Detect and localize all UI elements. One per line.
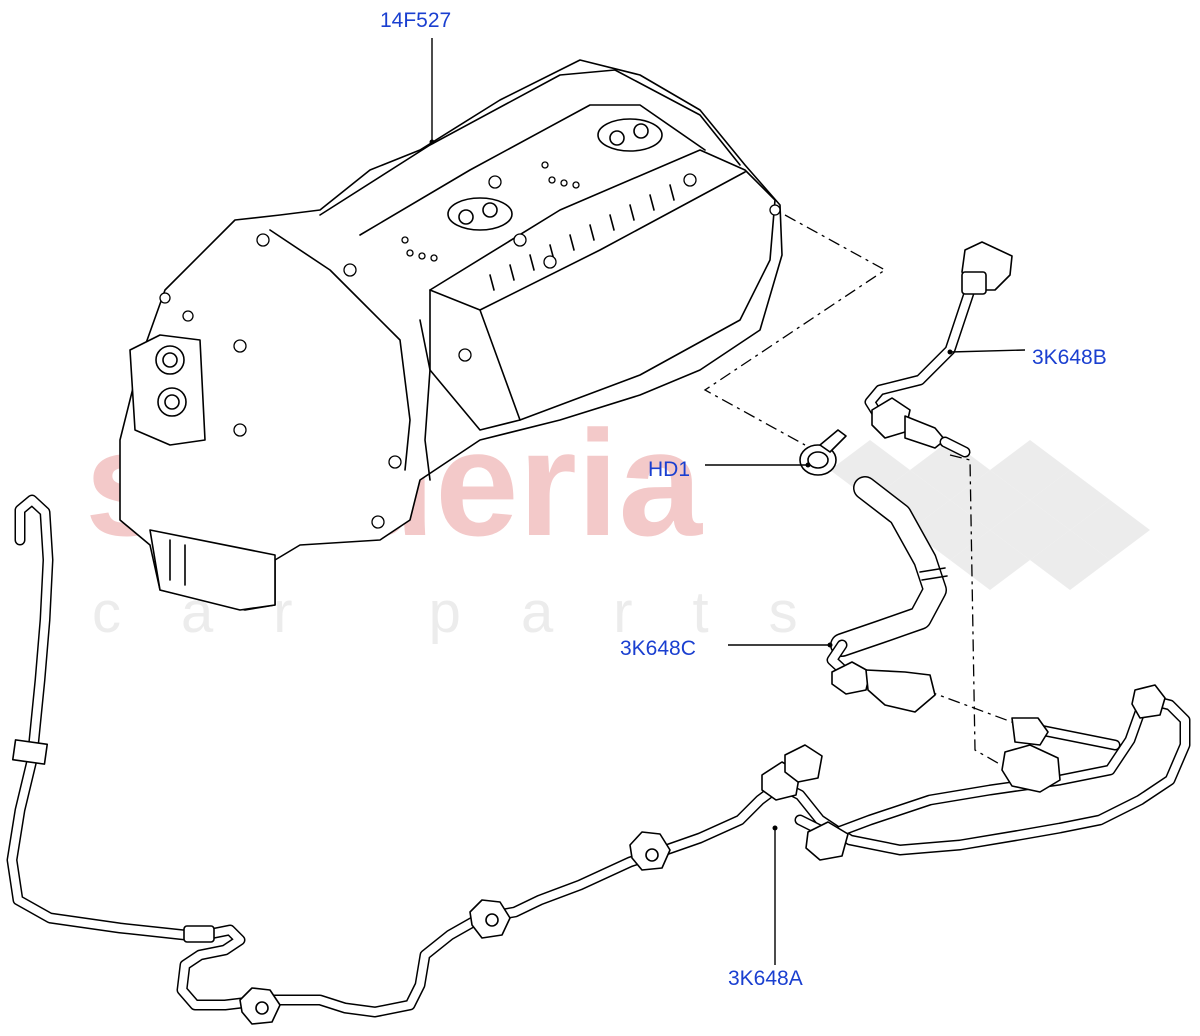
connector-socket-icon bbox=[155, 345, 187, 417]
callout-labels: 14F527 3K648B HD1 3K648C 3K648A bbox=[380, 9, 1107, 990]
quick-connector-icon bbox=[805, 821, 849, 861]
callout-3k648a: 3K648A bbox=[728, 967, 803, 990]
hose-3k648c bbox=[826, 476, 948, 713]
hose-clip-icon bbox=[871, 397, 946, 449]
pipe-3k648a bbox=[6, 494, 1191, 1025]
quick-connector-icon bbox=[1131, 684, 1166, 719]
leader-lines bbox=[431, 38, 1026, 965]
pipe-clip-icon bbox=[469, 899, 511, 939]
callout-hd1: HD1 bbox=[648, 458, 690, 481]
callout-14f527: 14F527 bbox=[380, 9, 451, 32]
pipe-clip-icon bbox=[239, 987, 281, 1025]
quick-connector-icon bbox=[1001, 717, 1061, 793]
pipe-3k648b bbox=[864, 241, 1013, 458]
assembly-lines bbox=[703, 214, 1021, 771]
callout-3k648b: 3K648B bbox=[1032, 346, 1107, 369]
quick-connector-icon bbox=[961, 241, 1013, 295]
callout-3k648c: 3K648C bbox=[620, 637, 696, 660]
quick-connector-icon bbox=[761, 744, 823, 801]
coolant-port-icon bbox=[597, 118, 663, 152]
checkered-flag-icon bbox=[830, 440, 1150, 590]
hose-clamp-hd1 bbox=[799, 429, 847, 476]
inverter-module bbox=[119, 59, 783, 611]
quick-connector-icon bbox=[831, 661, 936, 713]
coolant-port-icon bbox=[447, 197, 513, 231]
pipe-clip-icon bbox=[629, 831, 671, 871]
